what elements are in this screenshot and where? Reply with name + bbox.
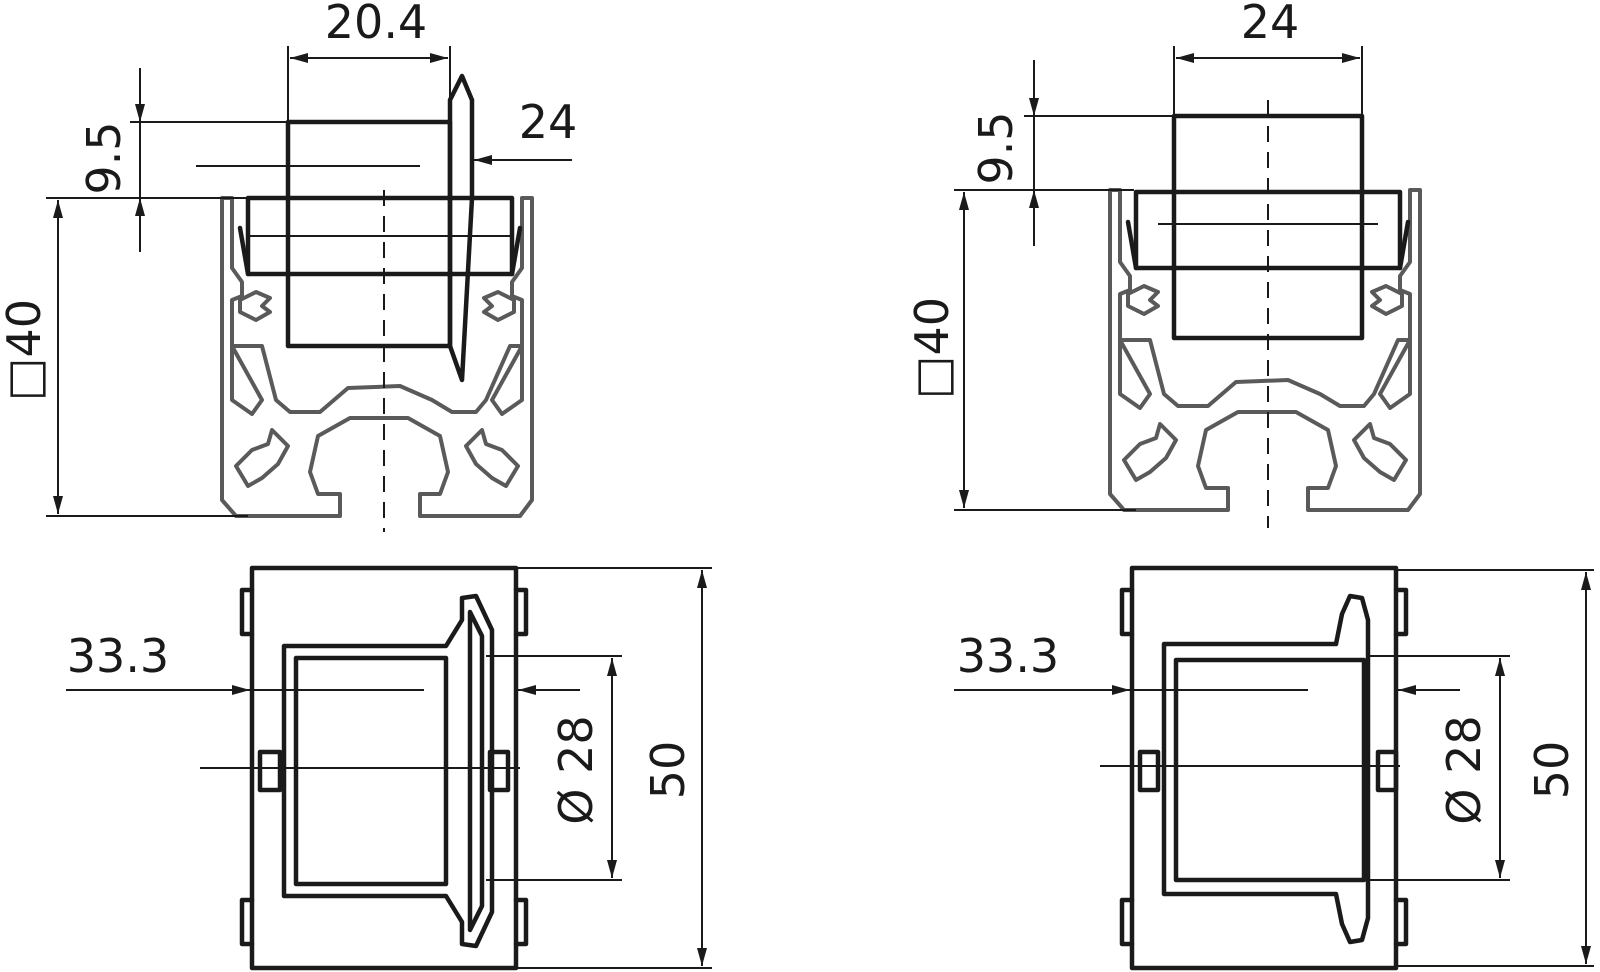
left-profile-outline: [220, 196, 534, 518]
right-front-clips-right: [1393, 587, 1409, 947]
left-dim-height-arrow2: [697, 948, 707, 966]
left-dim-height-label: 50: [641, 741, 695, 800]
left-insert-lips: [237, 225, 523, 277]
right-dim-profile-arrow1: [959, 192, 969, 210]
left-dim-profile-arrow1: [53, 200, 63, 218]
left-dim-diameter-arrow1: [607, 658, 617, 676]
left-front-insert-outline: [281, 593, 495, 949]
right-dim-depth-arrow2: [1398, 685, 1416, 695]
right-insert-body: [1171, 113, 1365, 341]
left-front-collar: [467, 609, 485, 933]
right-dim-offset-arrow2: [1029, 190, 1039, 208]
left-profile-view: 20.4 24 9.5 □40: [0, 0, 577, 532]
right-dim-height-label: 50: [1525, 741, 1579, 800]
right-front-insert-outline: [1161, 593, 1371, 945]
right-dim-diameter-arrow2: [1495, 860, 1505, 878]
left-dim-offset-arrow2: [135, 198, 145, 216]
right-profile-slot-right: [1370, 284, 1404, 316]
left-dim-width-label: 20.4: [325, 0, 427, 49]
right-dim-diameter-arrow1: [1495, 658, 1505, 676]
left-insert-body: [285, 119, 453, 349]
left-dim-diameter-label: Ø 28: [549, 715, 603, 824]
left-profile-slot-left: [238, 290, 272, 322]
right-dim-offset-label: 9.5: [969, 111, 1023, 184]
left-profile-bottom-slot-right: [464, 428, 520, 488]
right-front-insert-inner: [1173, 657, 1367, 883]
right-dim-width-label: 24: [1241, 0, 1300, 49]
right-profile-slot-left: [1126, 284, 1160, 316]
left-profile-inner-right: [490, 344, 524, 416]
left-profile-inner: [230, 344, 264, 416]
right-front-latches: [1137, 749, 1399, 793]
left-dim-flange-label: 24: [519, 95, 578, 149]
right-dim-profile-arrow2: [959, 490, 969, 508]
left-dim-depth-arrow1: [232, 685, 250, 695]
right-profile-bottom-slot-right: [1352, 422, 1408, 482]
right-dim-diameter-label: Ø 28: [1437, 715, 1491, 824]
right-profile-bottom-slot-left: [1122, 422, 1178, 482]
left-dim-depth-label: 33.3: [67, 629, 169, 683]
left-dim-depth-arrow2: [518, 685, 536, 695]
left-front-insert-inner: [293, 655, 449, 887]
right-profile-inner: [1118, 338, 1152, 410]
left-front-latches: [257, 749, 511, 793]
left-dim-width-arrow1: [290, 53, 308, 63]
right-dim-width-arrow2: [1342, 53, 1360, 63]
right-front-view: 33.3 Ø 28 50: [954, 565, 1594, 971]
left-dim-flange-arrow: [474, 155, 492, 165]
left-dim-profile-arrow2: [53, 496, 63, 514]
left-dim-width-arrow2: [430, 53, 448, 63]
right-insert-lips: [1125, 219, 1411, 271]
left-insert-collar: [447, 73, 475, 383]
right-front-clips-left: [1119, 587, 1135, 947]
right-profile-view: 24 9.5 □40: [905, 0, 1422, 528]
left-front-view: 33.3 Ø 28 50: [66, 565, 712, 971]
right-front-housing: [1129, 565, 1399, 971]
right-dim-width-arrow1: [1176, 53, 1194, 63]
right-dim-height-arrow1: [1581, 572, 1591, 590]
left-profile-slot-right: [482, 290, 516, 322]
left-dim-offset-label: 9.5: [77, 121, 131, 194]
left-dim-diameter-arrow2: [607, 860, 617, 878]
right-profile-inner-right: [1378, 338, 1412, 410]
left-profile-bottom-slot-left: [234, 428, 290, 488]
right-profile-outline: [1108, 188, 1422, 512]
right-dim-offset-arrow1: [1029, 98, 1039, 116]
left-front-clips-left: [239, 587, 255, 947]
left-front-clips-right: [513, 587, 529, 947]
right-dim-profile-label: □40: [905, 297, 959, 399]
left-dim-height-arrow1: [697, 570, 707, 588]
left-dim-offset-arrow1: [135, 104, 145, 122]
right-dim-height-arrow2: [1581, 946, 1591, 964]
right-dim-depth-arrow1: [1112, 685, 1130, 695]
left-dim-profile-label: □40: [0, 299, 51, 401]
right-dim-depth-label: 33.3: [957, 629, 1059, 683]
